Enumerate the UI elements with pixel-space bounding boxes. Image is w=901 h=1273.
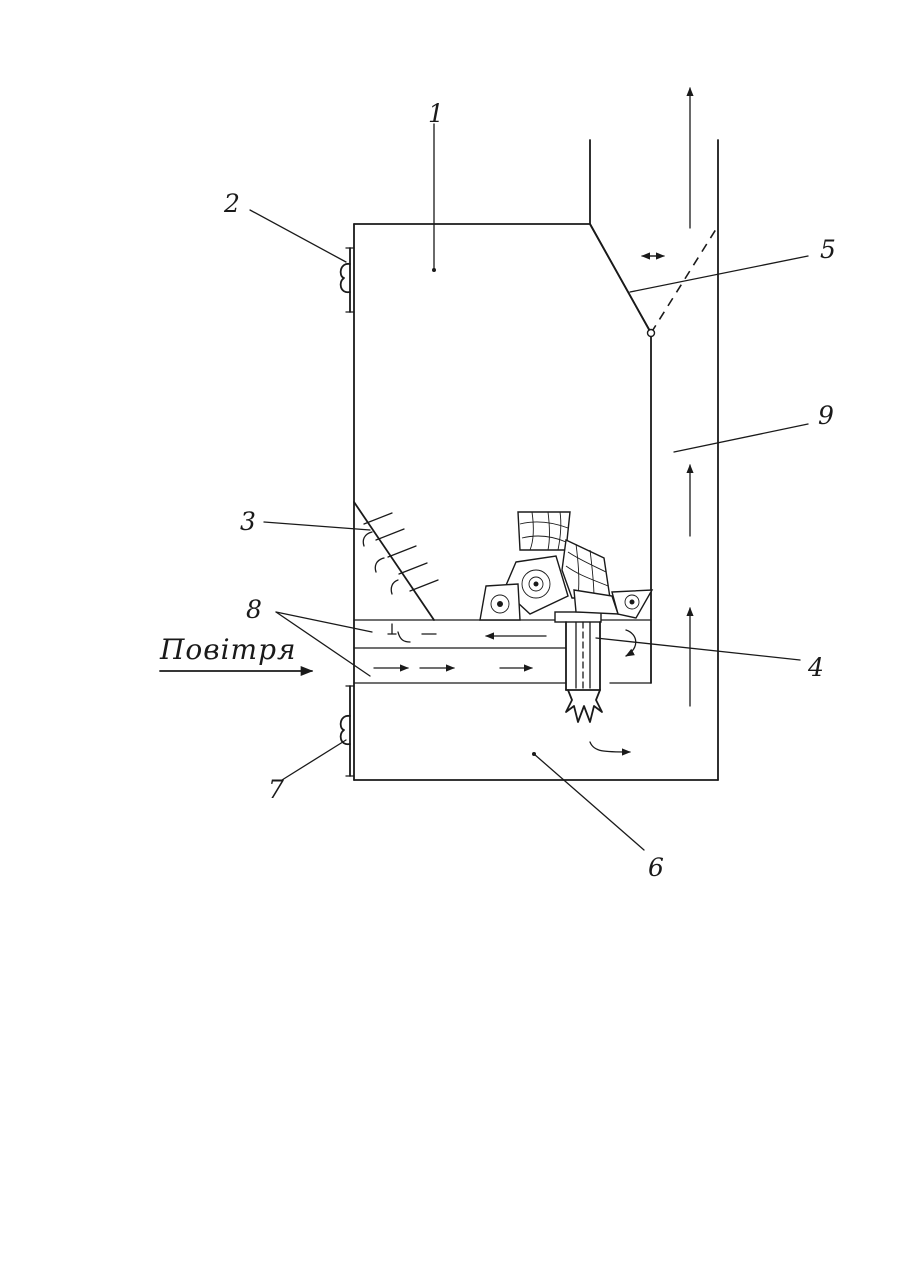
label-4: 4 — [807, 653, 824, 682]
label-5: 5 — [820, 235, 836, 264]
label-9: 9 — [818, 401, 834, 430]
label-7: 7 — [268, 775, 284, 804]
leader-lines — [250, 124, 808, 850]
label-8: 8 — [246, 595, 262, 624]
damper-flap — [590, 224, 718, 337]
lower-door — [341, 686, 354, 776]
furnace-body — [354, 140, 718, 780]
label-1: 1 — [428, 99, 444, 128]
upper-door — [341, 248, 354, 312]
fuel-pieces — [480, 512, 652, 620]
air-label: Повітря — [159, 633, 297, 666]
flow-arrows — [363, 88, 690, 752]
inclined-grate — [354, 502, 438, 620]
label-3: 3 — [240, 507, 256, 536]
label-2: 2 — [223, 189, 240, 218]
label-6: 6 — [648, 853, 664, 882]
burner-nozzle — [555, 612, 602, 722]
